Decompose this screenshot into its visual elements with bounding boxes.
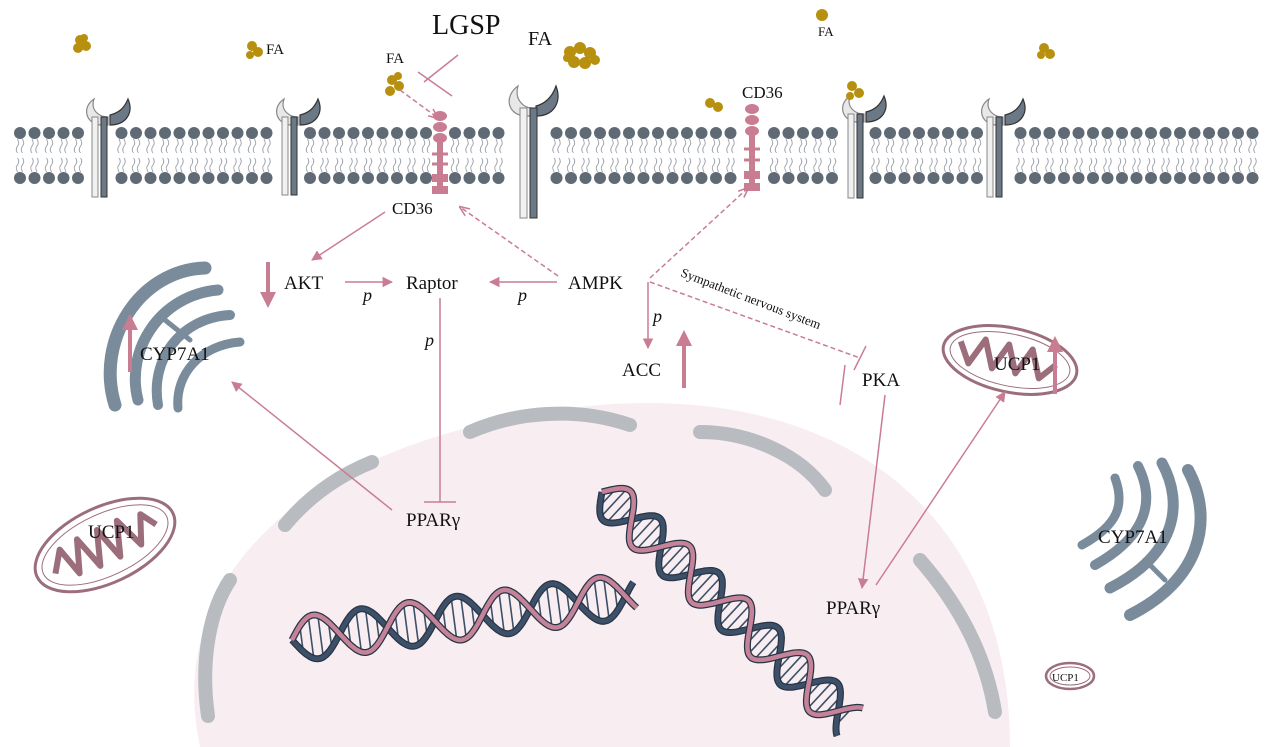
fatty-acid-droplet-icon: [563, 42, 600, 69]
endoplasmic-reticulum-icon: [103, 261, 245, 413]
fatty-acid-droplet-icon: [73, 34, 91, 53]
fa-label: FA: [266, 42, 284, 58]
phosphorylation-label: p: [423, 330, 434, 350]
fa-label: FA: [818, 24, 834, 39]
receptor-icon: [842, 94, 887, 199]
ucp1-label: UCP1: [88, 522, 134, 543]
fa-label: FA: [386, 51, 404, 67]
regulation-indicators: [122, 262, 1063, 394]
cd36-label: CD36: [742, 83, 783, 102]
receptor-icon: [508, 84, 559, 219]
cd36-transporter-icon: [432, 111, 448, 194]
acc-label: ACC: [622, 360, 661, 381]
cd36-label: CD36: [392, 199, 433, 218]
pka-label: PKA: [862, 370, 900, 391]
fatty-acid-droplet-icon: [385, 72, 404, 96]
raptor-label: Raptor: [406, 273, 458, 294]
ucp1-label: UCP1: [994, 354, 1040, 375]
fatty-acid-droplet-icon: [816, 9, 828, 21]
phosphorylation-label: p: [516, 285, 527, 305]
receptor-icon: [981, 97, 1026, 198]
ppar-gamma-label: PPARγ: [406, 510, 460, 531]
dna-helix-icon: [596, 484, 864, 738]
fa-label: FA: [528, 28, 553, 50]
ucp1-label: UCP1: [1052, 672, 1079, 684]
fatty-acid-droplet-icon: [705, 98, 723, 112]
mitochondrion-icon: [1044, 661, 1096, 691]
phosphorylation-label: p: [651, 306, 662, 326]
cd36-transporter-icon: [744, 104, 760, 191]
cell-membrane: [14, 127, 1259, 184]
cyp7a1-label: CYP7A1: [1098, 527, 1168, 548]
sympathetic-label: Sympathetic nervous system: [679, 265, 823, 332]
phosphorylation-label: p: [361, 285, 372, 305]
ppar-gamma-label: PPARγ: [826, 598, 880, 619]
lgsp-label: LGSP: [432, 10, 500, 41]
mitochondrion-icon: [33, 496, 177, 594]
dna-helix-icon: [288, 574, 640, 663]
endoplasmic-reticulum-icon: [1077, 457, 1207, 621]
fatty-acid-droplet-icon: [846, 81, 864, 100]
cyp7a1-label: CYP7A1: [140, 344, 210, 365]
receptor-icon: [276, 97, 321, 196]
akt-label: AKT: [284, 273, 323, 294]
ampk-label: AMPK: [568, 273, 623, 294]
fatty-acid-droplet-icon: [246, 41, 263, 59]
receptor-icon: [86, 97, 131, 198]
fatty-acid-droplet-icon: [1037, 43, 1055, 59]
pathway-connectors: [231, 54, 1006, 590]
